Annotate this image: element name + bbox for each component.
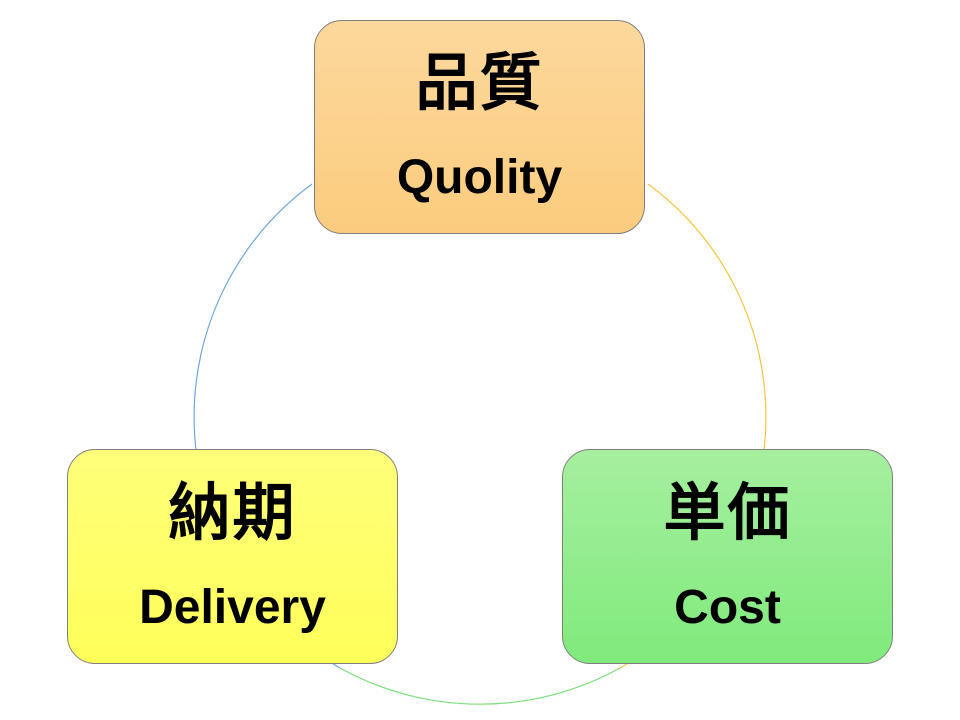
quality-en-label: Quolity <box>396 151 563 204</box>
delivery-en-label: Delivery <box>139 580 326 634</box>
cost-jp-label: 単価 <box>663 475 792 549</box>
arc-cost-to-delivery <box>339 667 621 705</box>
quality-jp-label: 品質 <box>415 46 544 119</box>
cost-node: 単価 Cost <box>562 449 893 664</box>
quality-node: 品質 Quolity <box>314 20 645 234</box>
delivery-node: 納期 Delivery <box>67 449 398 664</box>
cost-en-label: Cost <box>674 580 781 634</box>
delivery-jp-label: 納期 <box>168 475 297 549</box>
